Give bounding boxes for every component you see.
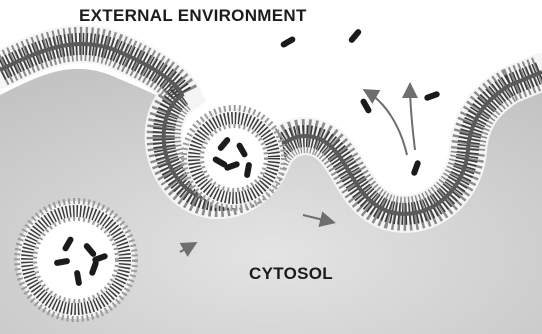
budding-vesicle <box>184 108 284 208</box>
molecule <box>348 28 363 44</box>
molecule <box>359 98 372 115</box>
arrow-release-right <box>410 86 415 150</box>
molecule <box>410 159 421 176</box>
cytosol-label: CYTOSOL <box>249 264 333 284</box>
external-environment-label: EXTERNAL ENVIRONMENT <box>79 6 307 26</box>
arrow-release-left <box>366 91 407 155</box>
free-vesicle <box>17 201 135 319</box>
molecule <box>280 35 297 48</box>
molecule <box>423 90 440 101</box>
